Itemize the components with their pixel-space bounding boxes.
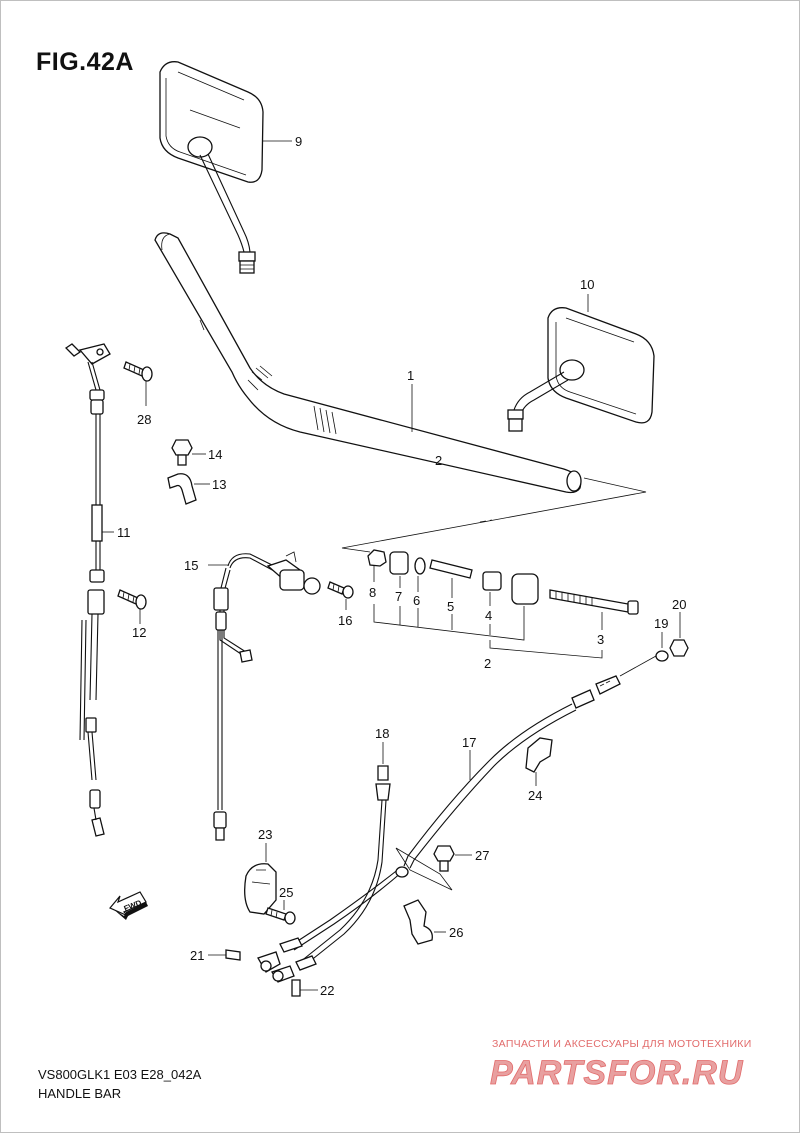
fwd-arrow: FWD — [109, 891, 148, 920]
part-4-bushing[interactable] — [482, 571, 502, 591]
part-7-collar[interactable] — [389, 551, 409, 575]
callout-7: 7 — [395, 589, 402, 604]
callout-12: 12 — [132, 625, 146, 640]
callout-10: 10 — [580, 277, 594, 292]
part-17-cable[interactable] — [403, 655, 657, 869]
figure-title: FIG.42A — [36, 48, 134, 76]
part-18-cable[interactable] — [289, 765, 403, 967]
part-12-screw[interactable] — [117, 589, 147, 610]
callout-15: 15 — [184, 558, 198, 573]
callout-23: 23 — [258, 827, 272, 842]
part-25-screw[interactable] — [265, 907, 296, 925]
watermark-logo: PARTSFOR.RU — [490, 1054, 744, 1092]
part-27-bolt[interactable] — [433, 845, 455, 872]
part-28-screw[interactable] — [123, 361, 153, 382]
part-22-clip[interactable] — [291, 979, 301, 997]
callout-3: 3 — [597, 632, 604, 647]
bracket-2 — [373, 604, 525, 641]
callout-20: 20 — [672, 597, 686, 612]
callout-21: 21 — [190, 948, 204, 963]
callout-18: 18 — [375, 726, 389, 741]
callout-16: 16 — [338, 613, 352, 628]
part-1-handlebar[interactable] — [154, 232, 582, 494]
callout-25: 25 — [279, 885, 293, 900]
part-23-housing[interactable] — [244, 863, 277, 915]
callout-6: 6 — [413, 593, 420, 608]
part-11-cable[interactable] — [64, 343, 111, 837]
projection-lines — [341, 477, 647, 553]
part-13-clamp[interactable] — [167, 473, 197, 505]
callout-13: 13 — [212, 477, 226, 492]
callout-11: 11 — [117, 525, 131, 540]
callout-14: 14 — [208, 447, 222, 462]
part-19-clip[interactable] — [655, 650, 669, 662]
part-24-bracket[interactable] — [525, 737, 553, 773]
callout-27: 27 — [475, 848, 489, 863]
callout-5: 5 — [447, 599, 454, 614]
svg-text:PARTSFOR.RU: PARTSFOR.RU — [490, 1054, 744, 1092]
callout-4: 4 — [485, 608, 492, 623]
callout-1: 1 — [407, 368, 414, 383]
part-26-bracket[interactable] — [403, 899, 433, 945]
part-14-bolt[interactable] — [171, 439, 193, 466]
part-3-screw[interactable] — [549, 589, 639, 615]
callout-8: 8 — [369, 585, 376, 600]
callout-19: 19 — [654, 616, 668, 631]
section-name: HANDLE BAR — [38, 1086, 122, 1101]
callout-2: 2 — [484, 656, 491, 671]
part-9-left-mirror[interactable] — [159, 61, 264, 274]
handlebar-mark: 2 — [435, 453, 442, 468]
callout-26: 26 — [449, 925, 463, 940]
callout-24: 24 — [528, 788, 542, 803]
part-6-washer[interactable] — [414, 557, 426, 575]
part-5-sleeve[interactable] — [429, 559, 473, 579]
callout-9: 9 — [295, 134, 302, 149]
callout-22: 22 — [320, 983, 334, 998]
watermark-caption: ЗАПЧАСТИ И АКСЕССУАРЫ ДЛЯ МОТОТЕХНИКИ — [492, 1038, 752, 1050]
part-10-right-mirror[interactable] — [507, 307, 655, 432]
callout-28: 28 — [137, 412, 151, 427]
part-15-switch-cable[interactable] — [213, 551, 321, 841]
model-code: VS800GLK1 E03 E28_042A — [38, 1067, 202, 1082]
part-2-balancer[interactable] — [511, 573, 539, 605]
bracket-plate — [395, 847, 453, 891]
part-8-nut[interactable] — [367, 549, 387, 567]
part-21-pin[interactable] — [225, 949, 241, 961]
part-20-nut[interactable] — [669, 639, 689, 657]
part-16-screw[interactable] — [327, 581, 354, 599]
cable-ends — [257, 937, 317, 983]
callout-17: 17 — [462, 735, 476, 750]
